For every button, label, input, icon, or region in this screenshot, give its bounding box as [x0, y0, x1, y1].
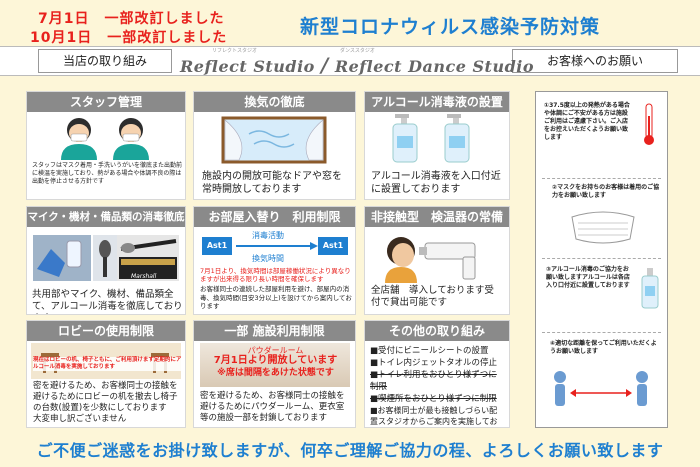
card-other: その他の取り組み ■受付にビニールシートの設置 ■トイレ内ジェットタオルの停止 …	[364, 320, 510, 428]
card-rooms-text: お客様同士の連続した部屋利用を避け、部屋内の消毒、換気時間(目安3分以上)を設け…	[200, 285, 352, 310]
thermometer-gun-icon	[385, 237, 476, 283]
mask-icon	[571, 211, 635, 244]
footer-message: ご不便ご迷惑をお掛け致しますが、何卒ご理解ご協力の程、よろしくお願い致します	[36, 441, 664, 460]
arrow-label-bottom: 換気時間	[252, 254, 284, 263]
right-header-box: お客様へのお願い	[512, 49, 678, 73]
social-distance-icon	[554, 371, 648, 406]
card-partial: 一部 施設利用制限 パウダールーム 7月1日より開放しています ※席は間隔をあけ…	[193, 320, 356, 428]
customer-requests-panel: ①37.5度以上の発熱がある場合や体調にご不安がある方は施設ご利用はご遠慮下さい…	[535, 91, 668, 428]
window-icon	[221, 116, 327, 164]
thermometer-icon	[644, 103, 654, 145]
other-item: ■トイレ利用をおひとり様ずつに制限	[370, 370, 497, 392]
card-rooms: お部屋入替り 利用制限 Ast1 Ast1 消毒活動 換気時間 7月1日より、換…	[193, 206, 356, 315]
request-item-3: ③アルコール消毒のご協力をお願い致しますアルコールは各店入り口付近に設置しており…	[546, 266, 630, 289]
overlay-line-2: 7月1日より開放しています	[213, 355, 338, 366]
card-alcohol-text: アルコール消毒液を入口付近に設置しております	[371, 171, 501, 195]
card-contactless-text: 全店舗 導入しております受付で貸出可能です	[371, 285, 494, 308]
request-item-4: ④適切な距離を保ってご利用いただくようお願い致します	[550, 340, 657, 355]
rooms-red-text: 7月1日より、換気時間は部屋稼働状況により異なりますが出来得る限り長い時間を確保…	[200, 267, 351, 283]
sanitizer-bottle-icon	[392, 114, 470, 163]
request-item-1: ①37.5度以上の発熱がある場合や体調にご不安がある方は施設ご利用はご遠慮下さい…	[544, 102, 630, 141]
card-disinfect: マイク・機材・備品類の消毒徹底 Marshall 共用部やマイク、機材、備品類全…	[26, 206, 186, 315]
card-lobby-text: 密を避けるため、お客様同士の接触を避けるためにロビーの机を撤去し椅子の台数(設置…	[33, 381, 178, 424]
left-header-box: 当店の取り組み	[38, 49, 172, 73]
card-staff-title: スタッフ管理	[27, 92, 185, 112]
sanitizer-icon	[641, 268, 659, 309]
card-partial-title: 一部 施設利用制限	[194, 321, 355, 341]
request-item-2: ②マスクをお持ちのお客様は着用のご協力をお願い致します	[552, 184, 660, 199]
revision-notice-1: 7月1日 一部改訂しました	[38, 11, 225, 27]
room-box-left: Ast1	[202, 237, 232, 255]
double-arrow-icon	[236, 242, 318, 250]
overlay-line-3: ※席は間隔をあけた状態です	[217, 368, 334, 378]
overlay-line-1: パウダールーム	[247, 346, 304, 355]
divider	[542, 332, 661, 333]
other-item: ■受付にビニールシートの設置	[370, 346, 489, 356]
card-ventilation: 換気の徹底 施設内の開放可能なドアや窓を常時開放しております	[193, 91, 356, 200]
brand-separator: /	[320, 53, 329, 77]
disinfect-illustration-icon	[33, 235, 179, 281]
card-lobby-title: ロビーの使用制限	[27, 321, 185, 341]
card-other-title: その他の取り組み	[365, 321, 509, 341]
other-item: ■トイレ内ジェットタオルの停止	[370, 358, 498, 368]
card-lobby: ロビーの使用制限 現在はロビーの机、椅子ともに、ご利用頂けます定期的にアルコール…	[26, 320, 186, 428]
amp-label: Marshall	[131, 273, 157, 280]
card-contactless: 非接触型 検温器の常備 全店舗 導入しております受付で貸出可能です	[364, 206, 510, 315]
lobby-red-text: 現在はロビーの机、椅子ともに、ご利用頂けます定期的にアルコール消毒を実施しており…	[33, 357, 183, 371]
arrow-label-top: 消毒活動	[252, 231, 284, 240]
card-partial-text: 密を避けるため、お客様同士の接触を避けるためにパウダールーム、更衣室等の施設一部…	[200, 391, 345, 423]
card-rooms-title: お部屋入替り 利用制限	[194, 207, 355, 227]
staff-illustration-icon	[61, 118, 149, 160]
card-contactless-title: 非接触型 検温器の常備	[365, 207, 509, 227]
room-box-right: Ast1	[318, 237, 348, 255]
card-alcohol-title: アルコール消毒液の設置	[365, 92, 509, 112]
page-title: 新型コロナウィルス感染予防対策	[300, 16, 601, 38]
card-staff: スタッフ管理 スタッフはマスク着用・手洗いうがいを徹底また出勤前に検温を実施して…	[26, 91, 186, 200]
card-alcohol: アルコール消毒液の設置 アルコール消毒液を入口付近に設置しております	[364, 91, 510, 200]
other-item: ■お客様同士が最も接触しづらい配置スタジオからご案内を実施しております	[370, 406, 498, 426]
other-item: ■喫煙所をおひとり様ずつに制限	[370, 394, 497, 404]
brand-name-1: Reflect Studio	[180, 57, 315, 76]
brand-name-2: Reflect Dance Studio	[334, 57, 535, 76]
card-disinfect-text: 共用部やマイク、機材、備品類全て、アルコール消毒を徹底しております	[32, 289, 183, 314]
brand-logo: Reflect Studio / Reflect Dance Studio	[180, 53, 534, 77]
brand-small-label-2: ダンススタジオ	[340, 48, 375, 54]
divider	[542, 258, 661, 259]
powder-room-photo	[200, 343, 350, 387]
divider	[542, 178, 661, 179]
card-disinfect-title: マイク・機材・備品類の消毒徹底	[27, 207, 185, 227]
revision-notice-2: 10月1日 一部改訂しました	[30, 30, 228, 46]
brand-small-label-1: リフレクトスタジオ	[212, 48, 258, 54]
card-ventilation-title: 換気の徹底	[194, 92, 355, 112]
card-staff-text: スタッフはマスク着用・手洗いうがいを徹底また出勤前に検温を実施しており、熱がある…	[32, 162, 183, 185]
card-ventilation-text: 施設内の開放可能なドアや窓を常時開放しております	[202, 171, 342, 195]
